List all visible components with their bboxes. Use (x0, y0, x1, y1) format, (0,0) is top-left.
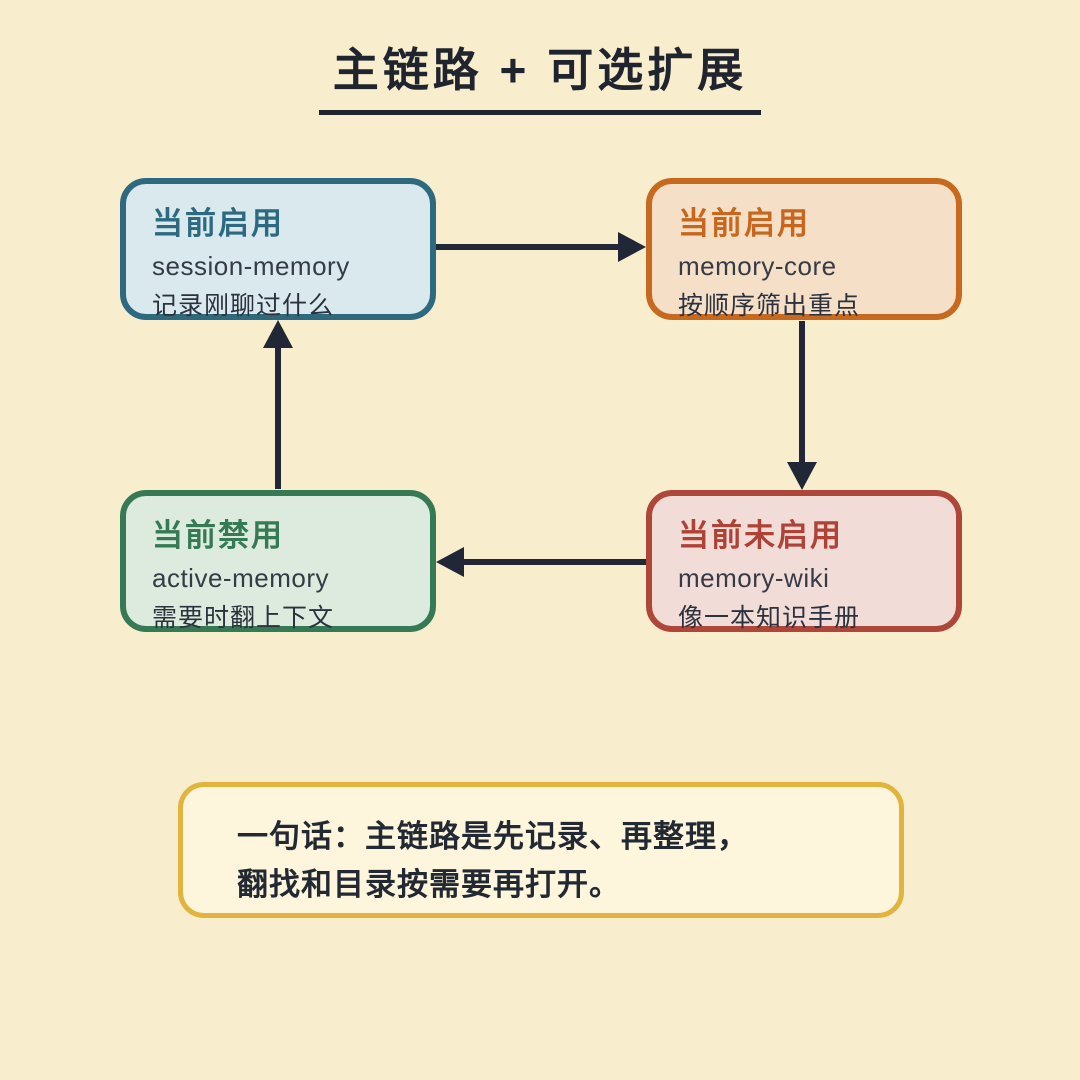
node-description: 按顺序筛出重点 (678, 292, 861, 320)
page-title-wrap: 主链路 + 可选扩展 (0, 34, 1080, 115)
node-description: 像一本知识手册 (678, 604, 861, 632)
node-status-badge: 当前启用 (152, 206, 284, 241)
node-memory-wiki: 当前未启用 memory-wiki 像一本知识手册 (646, 490, 962, 632)
node-active-memory: 当前禁用 active-memory 需要时翻上下文 (120, 490, 436, 632)
node-status-badge: 当前禁用 (152, 518, 284, 553)
node-module-name: memory-core (678, 251, 837, 281)
node-module-name: memory-wiki (678, 563, 830, 593)
node-status-badge: 当前启用 (678, 206, 810, 241)
node-description: 记录刚聊过什么 (152, 292, 335, 320)
summary-note-line-1: 一句话：主链路是先记录、再整理， (237, 819, 749, 854)
summary-note-line-2: 翻找和目录按需要再打开。 (237, 867, 621, 902)
page-title: 主链路 + 可选扩展 (318, 34, 762, 115)
node-status-badge: 当前未启用 (678, 518, 843, 553)
node-module-name: active-memory (152, 563, 329, 593)
arrow-wiki-to-active-icon (436, 547, 646, 577)
node-memory-core: 当前启用 memory-core 按顺序筛出重点 (646, 178, 962, 320)
arrow-active-to-session-icon (263, 320, 293, 489)
summary-note-box: 一句话：主链路是先记录、再整理， 翻找和目录按需要再打开。 (178, 782, 904, 918)
node-session-memory: 当前启用 session-memory 记录刚聊过什么 (120, 178, 436, 320)
arrow-session-to-core-icon (436, 232, 646, 262)
arrow-core-to-wiki-icon (787, 321, 817, 490)
node-description: 需要时翻上下文 (152, 604, 335, 632)
node-module-name: session-memory (152, 251, 350, 281)
